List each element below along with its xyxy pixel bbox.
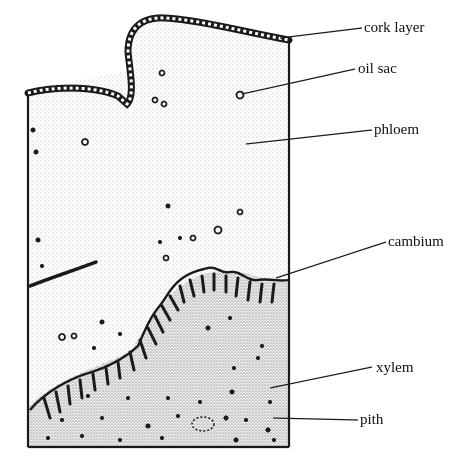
leader-cork-layer	[280, 28, 362, 38]
label-pith: pith	[360, 412, 384, 428]
label-phloem: phloem	[374, 122, 419, 138]
label-xylem: xylem	[376, 360, 414, 376]
label-cambium: cambium	[388, 234, 444, 250]
label-cork-layer: cork layer	[364, 20, 424, 36]
label-oil-sac: oil sac	[358, 61, 397, 77]
leader-cambium	[276, 242, 386, 278]
